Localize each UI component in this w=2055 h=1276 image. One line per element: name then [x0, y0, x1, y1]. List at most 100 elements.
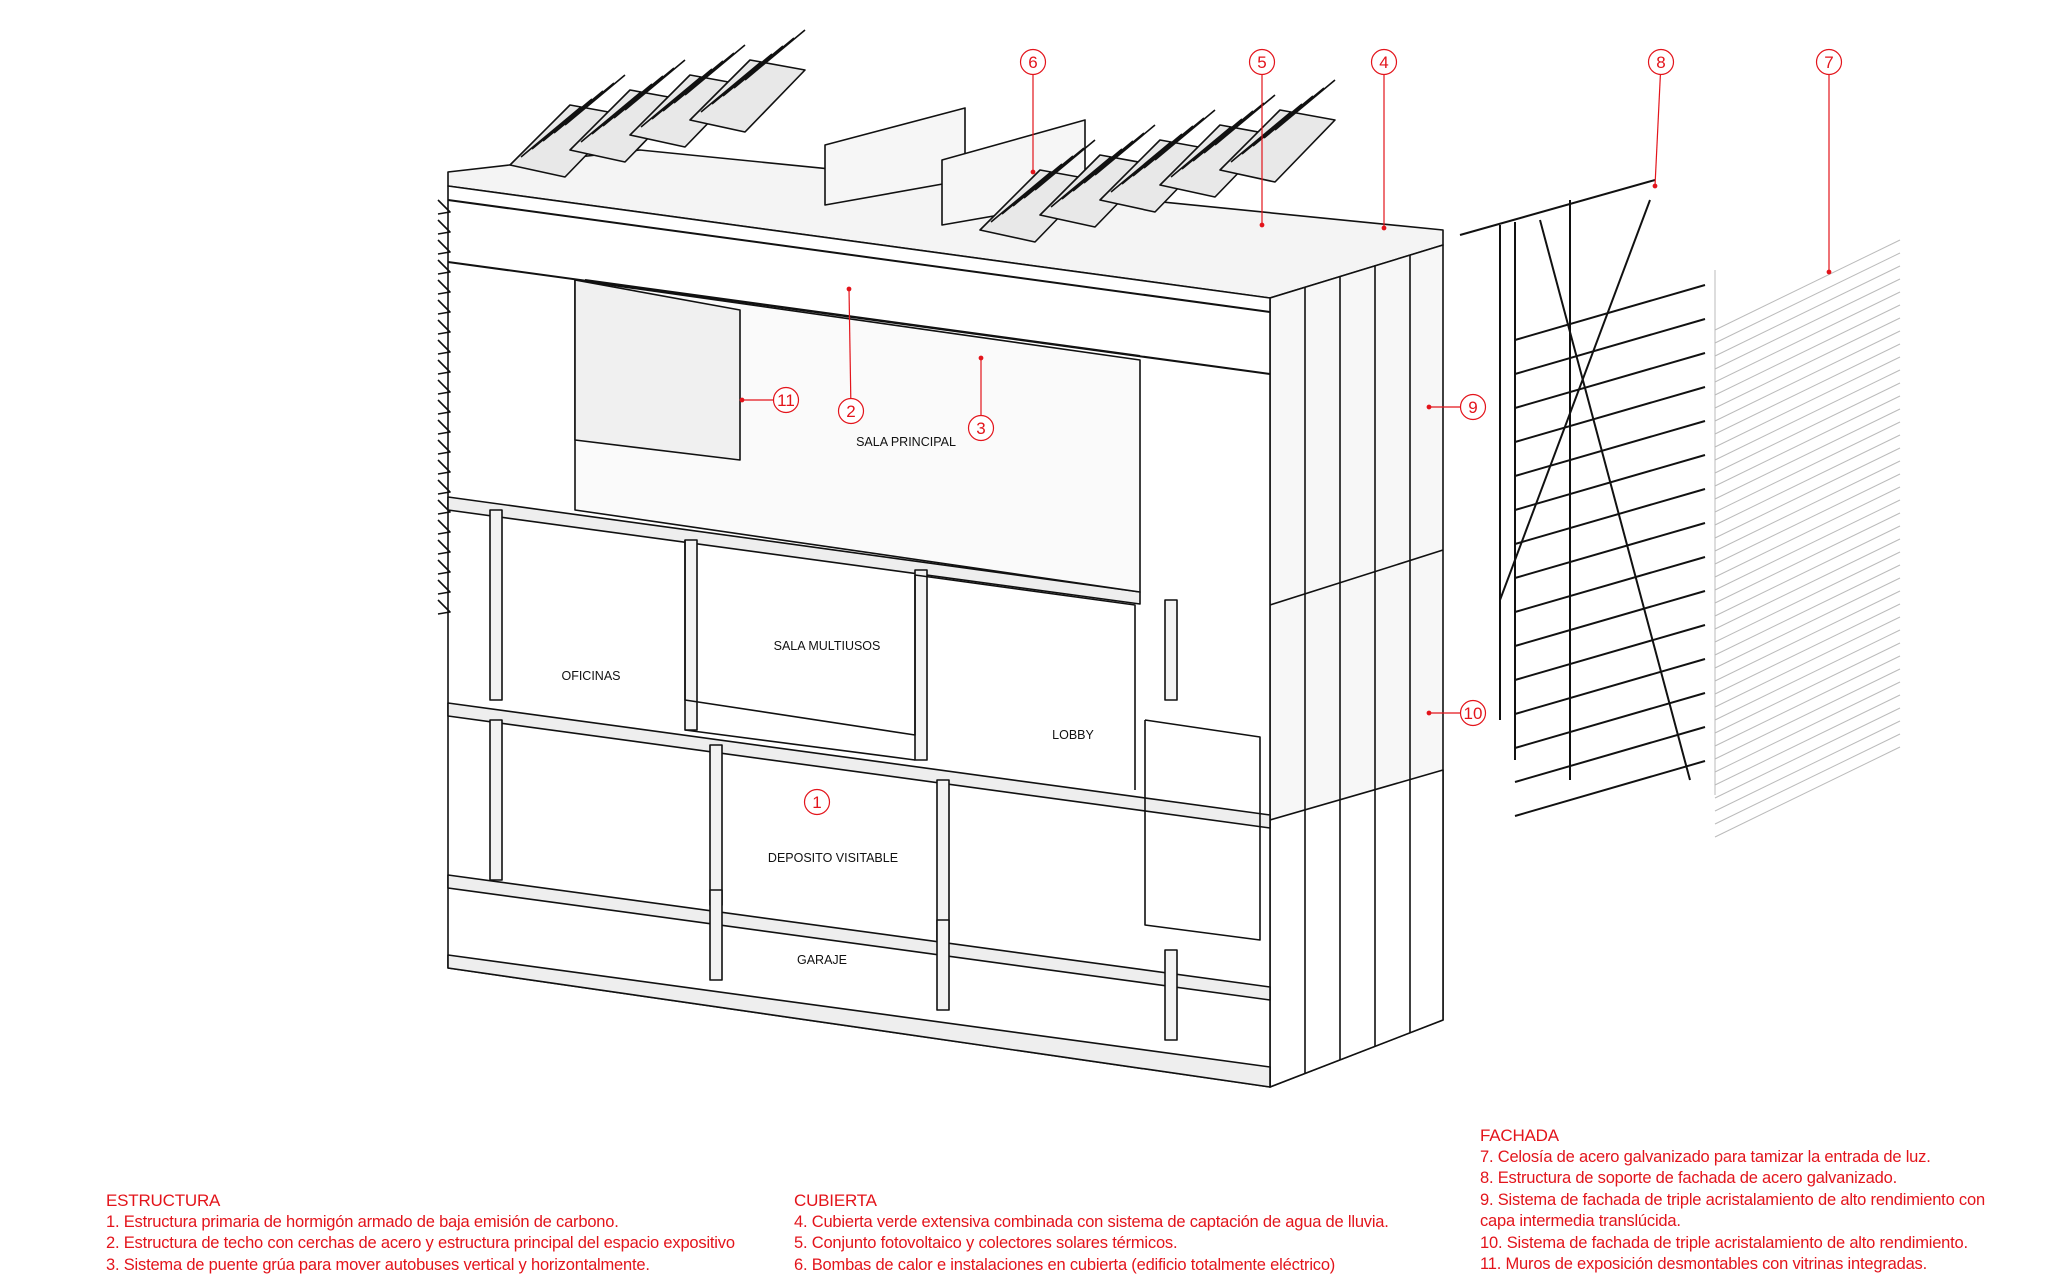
- facade-support-structure: [1460, 180, 1705, 816]
- legend-item: 9. Sistema de fachada de triple acristal…: [1480, 1190, 1985, 1212]
- legend-item: 1. Estructura primaria de hormigón armad…: [106, 1212, 735, 1234]
- callout-dot: [740, 398, 744, 402]
- legend-title: ESTRUCTURA: [106, 1190, 735, 1212]
- lattice-line: [1715, 526, 1900, 616]
- callout-dot: [979, 356, 983, 360]
- lattice-line: [1715, 617, 1900, 707]
- frame-arm: [1515, 727, 1705, 782]
- callout-dot: [1260, 223, 1264, 227]
- legend-item: 7. Celosía de acero galvanizado para tam…: [1480, 1147, 1985, 1169]
- callout-dot: [1031, 170, 1035, 174]
- label-sala-principal: SALA PRINCIPAL: [856, 435, 956, 449]
- lattice-line: [1715, 422, 1900, 512]
- lattice-line: [1715, 396, 1900, 486]
- lattice-line: [1715, 448, 1900, 538]
- lattice-line: [1715, 318, 1900, 408]
- legend-estructura: ESTRUCTURA 1. Estructura primaria de hor…: [106, 1190, 735, 1276]
- callout-number: 2: [846, 402, 855, 421]
- callout-dot: [1427, 711, 1431, 715]
- callout-dot: [1653, 184, 1657, 188]
- lattice-line: [1715, 487, 1900, 577]
- galvanized-lattice: [1715, 240, 1900, 837]
- callout-number: 4: [1379, 53, 1388, 72]
- frame-arm: [1515, 557, 1705, 612]
- lattice-line: [1715, 500, 1900, 590]
- lattice-line: [1715, 565, 1900, 655]
- lattice-line: [1715, 630, 1900, 720]
- lattice-line: [1715, 708, 1900, 798]
- lattice-line: [1715, 435, 1900, 525]
- legend-item: 5. Conjunto fotovoltaico y colectores so…: [794, 1233, 1389, 1255]
- legend-item: 8. Estructura de soporte de fachada de a…: [1480, 1168, 1985, 1190]
- legend-item: 11. Muros de exposición desmontables con…: [1480, 1254, 1985, 1276]
- lattice-line: [1715, 643, 1900, 733]
- frame-diagonal: [1500, 200, 1650, 600]
- lattice-line: [1715, 552, 1900, 642]
- frame-beam: [1460, 180, 1655, 235]
- frame-arm: [1515, 421, 1705, 476]
- callout-number: 7: [1824, 53, 1833, 72]
- legend-item: 3. Sistema de puente grúa para mover aut…: [106, 1255, 735, 1276]
- legend-item: 10. Sistema de fachada de triple acrista…: [1480, 1233, 1985, 1255]
- lattice-line: [1715, 331, 1900, 421]
- label-garaje: GARAJE: [797, 953, 847, 967]
- callout-number: 1: [812, 793, 821, 812]
- callout-number: 3: [976, 419, 985, 438]
- legend-item: 6. Bombas de calor e instalaciones en cu…: [794, 1255, 1389, 1276]
- callout-number: 9: [1468, 398, 1477, 417]
- frame-arm: [1515, 387, 1705, 442]
- callout-number: 11: [777, 391, 795, 410]
- label-oficinas: OFICINAS: [561, 669, 620, 683]
- callout-number: 8: [1656, 53, 1665, 72]
- frame-arm: [1515, 693, 1705, 748]
- legend-item: 4. Cubierta verde extensiva combinada co…: [794, 1212, 1389, 1234]
- frame-arm: [1515, 523, 1705, 578]
- lattice-line: [1715, 370, 1900, 460]
- lattice-line: [1715, 734, 1900, 824]
- lattice-line: [1715, 240, 1900, 330]
- lattice-line: [1715, 409, 1900, 499]
- callout-leader: [1655, 75, 1660, 186]
- lattice-line: [1715, 253, 1900, 343]
- lattice-line: [1715, 591, 1900, 681]
- callout-number: 10: [1464, 704, 1483, 723]
- lattice-line: [1715, 604, 1900, 694]
- legend-item: 2. Estructura de techo con cerchas de ac…: [106, 1233, 735, 1255]
- lattice-line: [1715, 305, 1900, 395]
- lattice-line: [1715, 474, 1900, 564]
- label-sala-multiusos: SALA MULTIUSOS: [774, 639, 881, 653]
- lattice-line: [1715, 656, 1900, 746]
- callout-dot: [847, 287, 851, 291]
- frame-arm: [1515, 761, 1705, 816]
- lattice-line: [1715, 461, 1900, 551]
- frame-arm: [1515, 353, 1705, 408]
- legend-cubierta: CUBIERTA 4. Cubierta verde extensiva com…: [794, 1190, 1389, 1276]
- legend-title: CUBIERTA: [794, 1190, 1389, 1212]
- legend-fachada: FACHADA 7. Celosía de acero galvanizado …: [1480, 1125, 1985, 1276]
- frame-arm: [1515, 625, 1705, 680]
- callout-dot: [1427, 405, 1431, 409]
- frame-arm: [1515, 285, 1705, 340]
- callout-number: 5: [1257, 53, 1266, 72]
- lattice-line: [1715, 292, 1900, 382]
- lattice-line: [1715, 721, 1900, 811]
- lattice-line: [1715, 695, 1900, 785]
- lattice-line: [1715, 383, 1900, 473]
- frame-arm: [1515, 319, 1705, 374]
- lattice-line: [1715, 357, 1900, 447]
- lattice-line: [1715, 266, 1900, 356]
- lattice-line: [1715, 578, 1900, 668]
- callout-dot: [1827, 270, 1831, 274]
- frame-arm: [1515, 489, 1705, 544]
- label-deposito: DEPOSITO VISITABLE: [768, 851, 898, 865]
- lattice-line: [1715, 279, 1900, 369]
- callout-number: 6: [1028, 53, 1037, 72]
- lattice-line: [1715, 539, 1900, 629]
- label-lobby: LOBBY: [1052, 728, 1094, 742]
- frame-arm: [1515, 659, 1705, 714]
- lattice-line: [1715, 344, 1900, 434]
- frame-arm: [1515, 591, 1705, 646]
- lattice-line: [1715, 513, 1900, 603]
- legend-title: FACHADA: [1480, 1125, 1985, 1147]
